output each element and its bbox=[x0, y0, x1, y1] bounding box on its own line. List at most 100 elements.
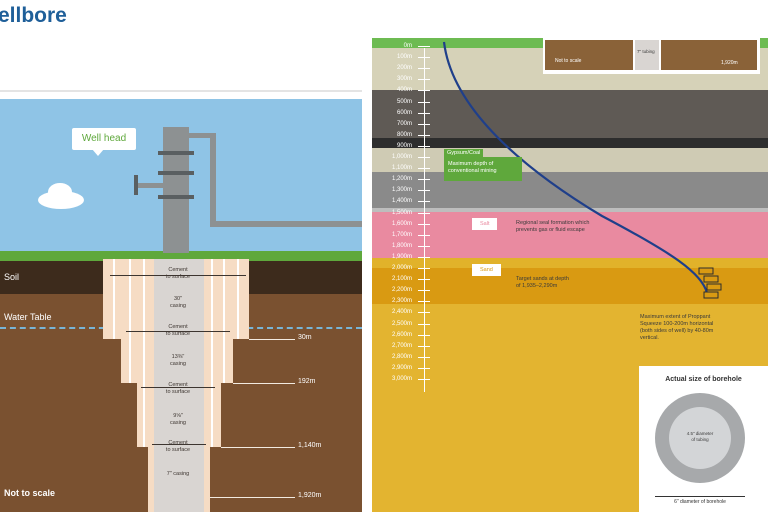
wellhead-side-valve bbox=[134, 183, 164, 188]
marker-line bbox=[141, 387, 215, 388]
depth-tick bbox=[418, 345, 430, 347]
strata-salt bbox=[372, 212, 768, 258]
inset-ground-right bbox=[661, 40, 757, 70]
tubing-core bbox=[154, 259, 204, 512]
strata-black bbox=[372, 138, 768, 148]
depth-tick bbox=[418, 123, 430, 125]
depth-tick-label: 1,200m bbox=[391, 176, 412, 183]
depth-tick-label: 3,000m bbox=[391, 376, 412, 382]
borehole-diameter-label: 6" diameter of borehole bbox=[674, 499, 726, 505]
cloud-icon bbox=[48, 183, 72, 201]
wellhead-flange bbox=[158, 171, 194, 175]
depth-tick bbox=[418, 379, 430, 380]
depth-tick-label: 1,000m bbox=[391, 154, 412, 160]
depth-tick-label: 1,700m bbox=[391, 231, 412, 238]
depth-leader bbox=[221, 447, 295, 448]
depth-tick bbox=[418, 145, 430, 147]
depth-tick-label: 700m bbox=[396, 120, 412, 127]
not-to-scale-label: Not to scale bbox=[4, 488, 56, 498]
depth-tick-label: 900m bbox=[396, 142, 412, 149]
depth-tick-label: 2,900m bbox=[391, 364, 412, 371]
depth-tick bbox=[418, 356, 430, 358]
depth-tick bbox=[418, 190, 430, 192]
casing-label: 13⅜"casing bbox=[170, 354, 186, 367]
depth-tick bbox=[418, 301, 430, 303]
depth-tick bbox=[418, 46, 430, 47]
depth-tick-label: 2,100m bbox=[391, 276, 412, 283]
marker-line bbox=[110, 275, 246, 276]
depth-tick-label: 1,800m bbox=[391, 242, 412, 249]
borehole-box-title: Actual size of borehole bbox=[665, 376, 742, 383]
depth-tick bbox=[418, 201, 430, 203]
casing-wall bbox=[237, 259, 239, 339]
proppant-fracture bbox=[698, 267, 722, 299]
depth-tick bbox=[418, 168, 430, 170]
valve-handle bbox=[134, 175, 138, 195]
depth-tick bbox=[418, 323, 430, 325]
soil-label: Soil bbox=[4, 272, 20, 282]
depth-label-30m: 30m bbox=[298, 334, 312, 341]
casing-wall bbox=[129, 259, 131, 383]
depth-label-1920m: 1,920m bbox=[298, 492, 322, 499]
depth-tick-label: 2,800m bbox=[391, 353, 412, 360]
grass bbox=[0, 251, 362, 261]
wellhead-flange bbox=[158, 195, 194, 199]
casing-wall bbox=[223, 259, 225, 383]
depth-label-1140m: 1,140m bbox=[298, 442, 322, 449]
depth-tick-label: 2,500m bbox=[391, 320, 412, 327]
depth-tick-label: 1,300m bbox=[391, 187, 412, 194]
water-table-label: Water Table bbox=[4, 312, 52, 322]
depth-tick bbox=[418, 279, 430, 281]
depth-tick-label: 1,500m bbox=[391, 209, 412, 216]
depth-tick bbox=[418, 234, 430, 236]
casing-label: 30"casing bbox=[170, 296, 186, 309]
flowline-vertical bbox=[188, 133, 210, 138]
depth-tick-label: 400m bbox=[396, 87, 412, 94]
depth-tick-label: 200m bbox=[396, 65, 412, 72]
depth-tick-label: 2,600m bbox=[391, 331, 412, 338]
depth-tick bbox=[418, 367, 430, 369]
gypsum-coal-tag: Gypsum/Coal bbox=[444, 149, 484, 157]
depth-leader bbox=[233, 383, 295, 384]
depth-tick-label: 300m bbox=[396, 76, 412, 83]
sand-tag: Sand bbox=[472, 264, 501, 276]
depth-tick bbox=[418, 134, 430, 136]
depth-tick-label: 1,900m bbox=[391, 253, 412, 260]
depth-tick-label: 800m bbox=[396, 131, 412, 138]
depth-tick-label: 2,300m bbox=[391, 298, 412, 305]
depth-tick-label: 2,700m bbox=[391, 342, 412, 349]
casing-label: 7" casing bbox=[166, 471, 190, 477]
strata-lightgrey bbox=[372, 208, 768, 212]
depth-tick bbox=[418, 334, 430, 336]
inset-panel: Not to scale 7" tubing 1,920m bbox=[543, 38, 760, 74]
depth-tick bbox=[418, 79, 430, 81]
flowline-vertical bbox=[210, 133, 216, 225]
depth-tick bbox=[418, 157, 430, 158]
depth-tick bbox=[418, 290, 430, 292]
depth-tick-label: 500m bbox=[396, 98, 412, 105]
depth-tick bbox=[418, 268, 430, 269]
depth-label-192m: 192m bbox=[298, 378, 316, 385]
depth-tick bbox=[418, 256, 430, 258]
wellhead-stack bbox=[163, 127, 189, 253]
inset-ground-left bbox=[545, 40, 633, 70]
depth-scale-axis bbox=[424, 48, 425, 392]
depth-tick bbox=[418, 245, 430, 247]
flowline-horizontal bbox=[210, 221, 362, 227]
inset-tubing-label: 7" tubing bbox=[637, 49, 655, 54]
well-trajectory bbox=[442, 41, 709, 294]
depth-tick-label: 1,100m bbox=[391, 165, 412, 172]
depth-tick-label: 2,000m bbox=[391, 265, 412, 271]
casing-wall bbox=[143, 259, 145, 447]
depth-tick bbox=[418, 101, 430, 103]
depth-tick bbox=[418, 90, 430, 92]
well-head-callout: Well head bbox=[72, 128, 136, 150]
